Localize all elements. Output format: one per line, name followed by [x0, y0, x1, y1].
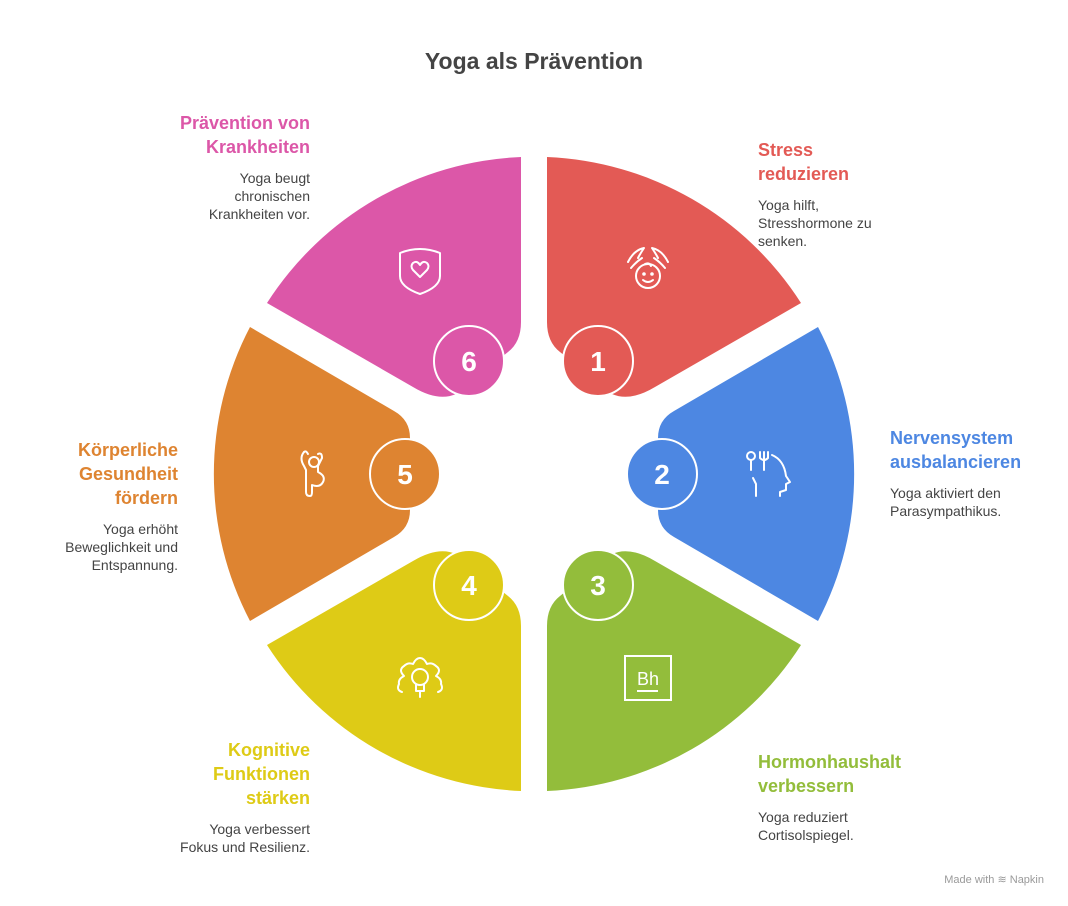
segment-2[interactable]: [658, 327, 855, 621]
segment-5[interactable]: [213, 327, 410, 621]
svg-text:6: 6: [461, 346, 477, 377]
number-badge-1: 1: [562, 325, 634, 397]
bohrium-element-icon: Bh: [624, 655, 672, 701]
number-badge-3: 3: [562, 549, 634, 621]
number-badge-4: 4: [433, 549, 505, 621]
shield-heart-icon: [399, 248, 441, 295]
relaxed-face-hands-icon: [627, 247, 669, 289]
yoga-pose-icon: [300, 450, 325, 497]
head-nerves-icon: [746, 451, 791, 497]
number-badge-2: 2: [626, 438, 698, 510]
svg-text:Bh: Bh: [637, 669, 659, 689]
number-badge-6: 6: [433, 325, 505, 397]
svg-text:4: 4: [461, 570, 477, 601]
svg-text:1: 1: [590, 346, 606, 377]
diagram-title: Yoga als Prävention: [424, 48, 644, 74]
napkin-logo-icon: ≋: [997, 874, 1007, 886]
svg-text:3: 3: [590, 570, 606, 601]
gear-lightbulb-icon: [397, 657, 443, 698]
svg-text:2: 2: [654, 459, 670, 490]
number-badge-5: 5: [369, 438, 441, 510]
svg-text:5: 5: [397, 459, 413, 490]
made-with-napkin[interactable]: Made with ≋ Napkin: [944, 874, 1044, 886]
